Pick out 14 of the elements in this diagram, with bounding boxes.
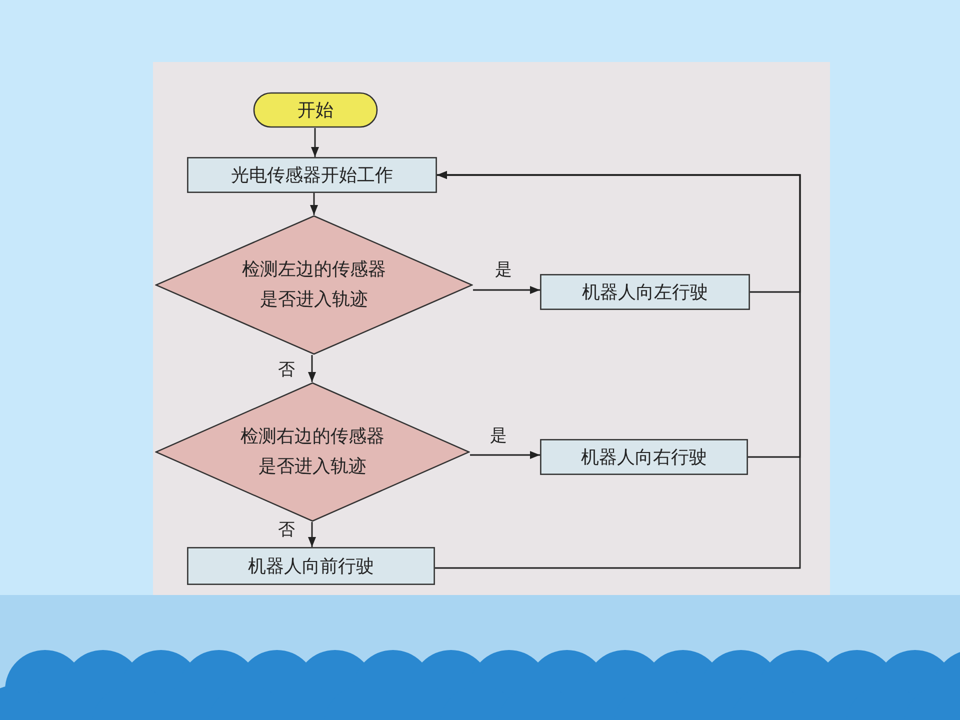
arrow (470, 451, 540, 459)
start-terminal: 开始 (253, 92, 378, 128)
process-box: 机器人向右行驶 (540, 439, 748, 475)
process-box: 机器人向前行驶 (187, 547, 435, 585)
arrow (435, 171, 801, 569)
process-box: 机器人向左行驶 (540, 274, 750, 310)
arrow (308, 355, 316, 382)
decision-diamond: 检测左边的传感器是否进入轨迹 (155, 215, 473, 355)
arrow (310, 193, 318, 215)
arrow (311, 128, 319, 157)
arrow (473, 286, 540, 294)
decision-diamond: 检测右边的传感器是否进入轨迹 (155, 382, 470, 522)
arrow (308, 522, 316, 547)
process-box: 光电传感器开始工作 (187, 157, 437, 193)
